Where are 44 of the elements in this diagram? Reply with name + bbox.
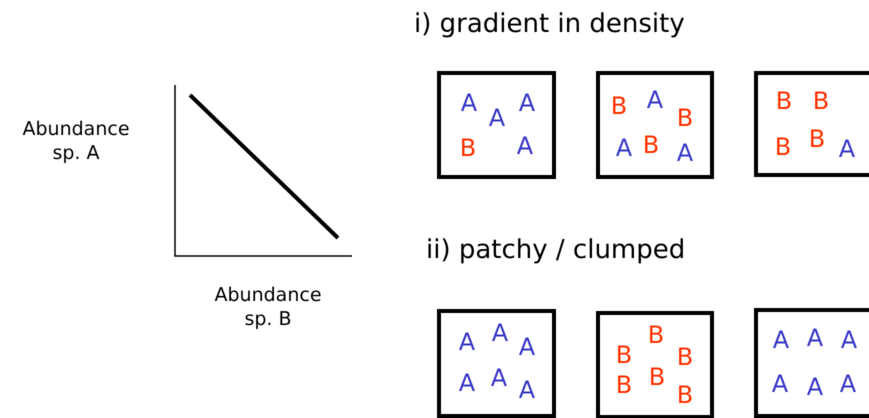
species-b-letter: B bbox=[460, 136, 476, 160]
species-a-letter: A bbox=[646, 88, 664, 112]
species-b-letter: B bbox=[776, 89, 792, 113]
species-a-letter: A bbox=[772, 372, 788, 396]
species-b-letter: B bbox=[676, 383, 694, 407]
species-b-letter: B bbox=[812, 89, 830, 113]
species-a-letter: A bbox=[492, 321, 508, 345]
species-b-letter: B bbox=[774, 135, 792, 159]
species-a-letter: A bbox=[458, 330, 476, 354]
quadrat-box bbox=[596, 71, 714, 179]
species-b-letter: B bbox=[648, 323, 664, 347]
species-a-letter: A bbox=[616, 136, 632, 160]
quadrat-box bbox=[596, 311, 714, 418]
species-a-letter: A bbox=[460, 91, 478, 115]
panel-heading: i) gradient in density bbox=[414, 8, 686, 40]
species-a-letter: A bbox=[518, 378, 536, 402]
species-b-letter: B bbox=[676, 345, 694, 369]
quadrat-box bbox=[754, 308, 869, 418]
quadrat-box bbox=[754, 71, 869, 177]
quadrat-box bbox=[437, 309, 556, 418]
panel-heading: ii) patchy / clumped bbox=[426, 234, 686, 266]
quadrat-box bbox=[437, 71, 556, 179]
species-a-letter: A bbox=[518, 91, 536, 115]
species-a-letter: A bbox=[772, 328, 790, 352]
species-a-letter: A bbox=[490, 366, 508, 390]
species-b-letter: B bbox=[648, 365, 666, 389]
species-b-letter: B bbox=[616, 343, 632, 367]
species-a-letter: A bbox=[840, 372, 856, 396]
species-a-letter: A bbox=[806, 326, 824, 350]
axis-label: Abundance sp. B bbox=[213, 284, 323, 332]
species-b-letter: B bbox=[808, 127, 826, 151]
species-a-letter: A bbox=[488, 106, 506, 130]
species-a-letter: A bbox=[838, 137, 856, 161]
species-a-letter: A bbox=[458, 371, 476, 395]
species-a-letter: A bbox=[806, 375, 824, 399]
species-b-letter: B bbox=[642, 133, 660, 157]
species-b-letter: B bbox=[676, 106, 694, 130]
species-a-letter: A bbox=[676, 141, 694, 165]
species-a-letter: A bbox=[516, 134, 534, 158]
axis-label: Abundance sp. A bbox=[21, 118, 131, 166]
species-a-letter: A bbox=[518, 335, 536, 359]
species-b-letter: B bbox=[610, 94, 628, 118]
species-b-letter: B bbox=[616, 373, 632, 397]
species-a-letter: A bbox=[840, 328, 858, 352]
